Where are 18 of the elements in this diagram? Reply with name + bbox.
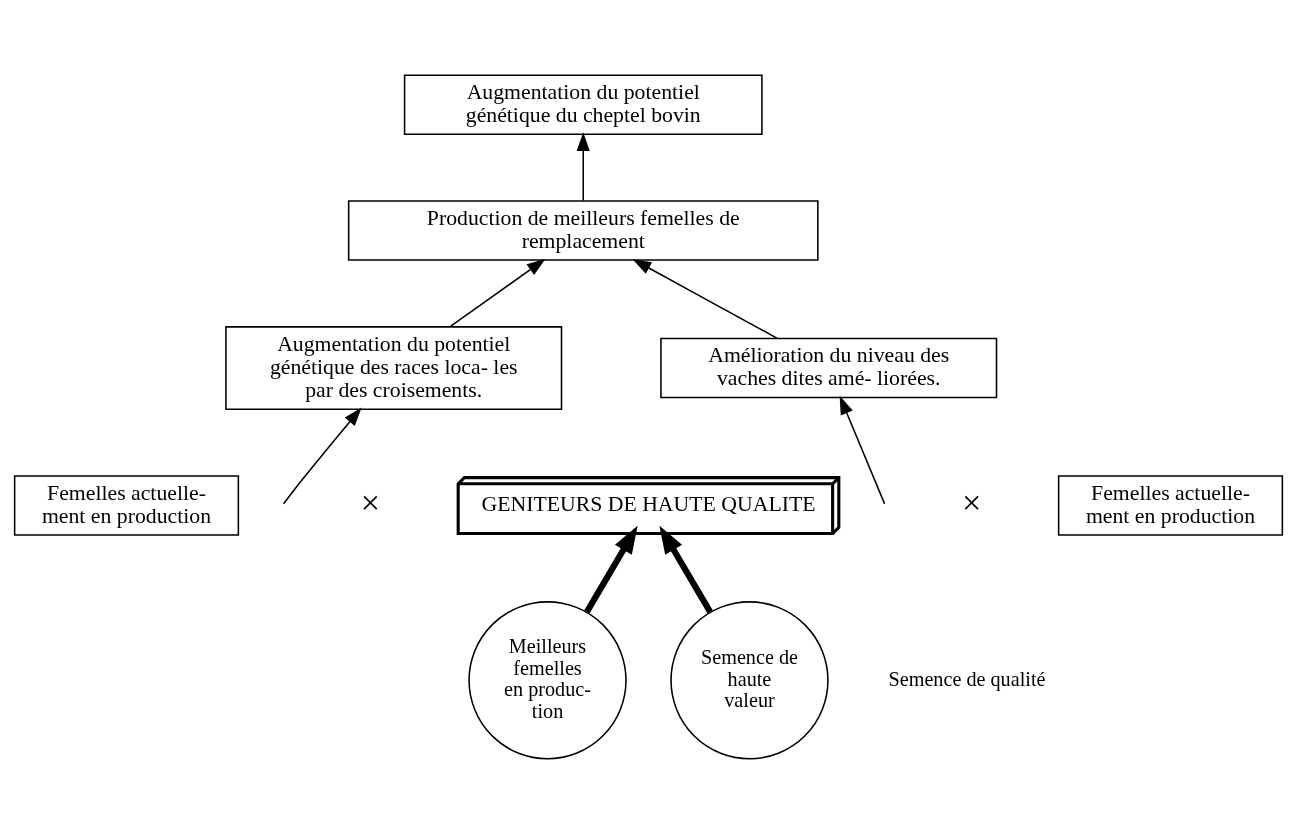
node-box: Femelles actuelle- ment en production <box>1057 474 1284 536</box>
node-box: Augmentation du potentiel génétique du cheptel bovin <box>403 73 763 135</box>
label: Semence de qualité <box>888 667 1046 690</box>
label: × <box>962 483 982 521</box>
arrow <box>659 525 713 613</box>
arrow <box>449 258 546 327</box>
label: × <box>360 483 381 521</box>
arrow <box>576 131 590 201</box>
node-box: Production de meilleurs femelles de remplacement <box>347 199 819 261</box>
node-circle: Semence de haute valeur <box>670 600 829 760</box>
node-box: Amélioration du niveau des vaches dites amé- liorées. <box>660 337 998 398</box>
arrow <box>584 525 638 613</box>
node-box: Augmentation du potentiel génétique des races loca- les par des croisements. <box>225 325 563 410</box>
arrow <box>282 407 362 505</box>
arrow <box>632 258 779 339</box>
arrow <box>839 395 886 505</box>
node-circle: Meilleurs femelles en produc- tion <box>468 600 627 760</box>
node-box: Femelles actuelle- ment en production <box>13 474 240 536</box>
